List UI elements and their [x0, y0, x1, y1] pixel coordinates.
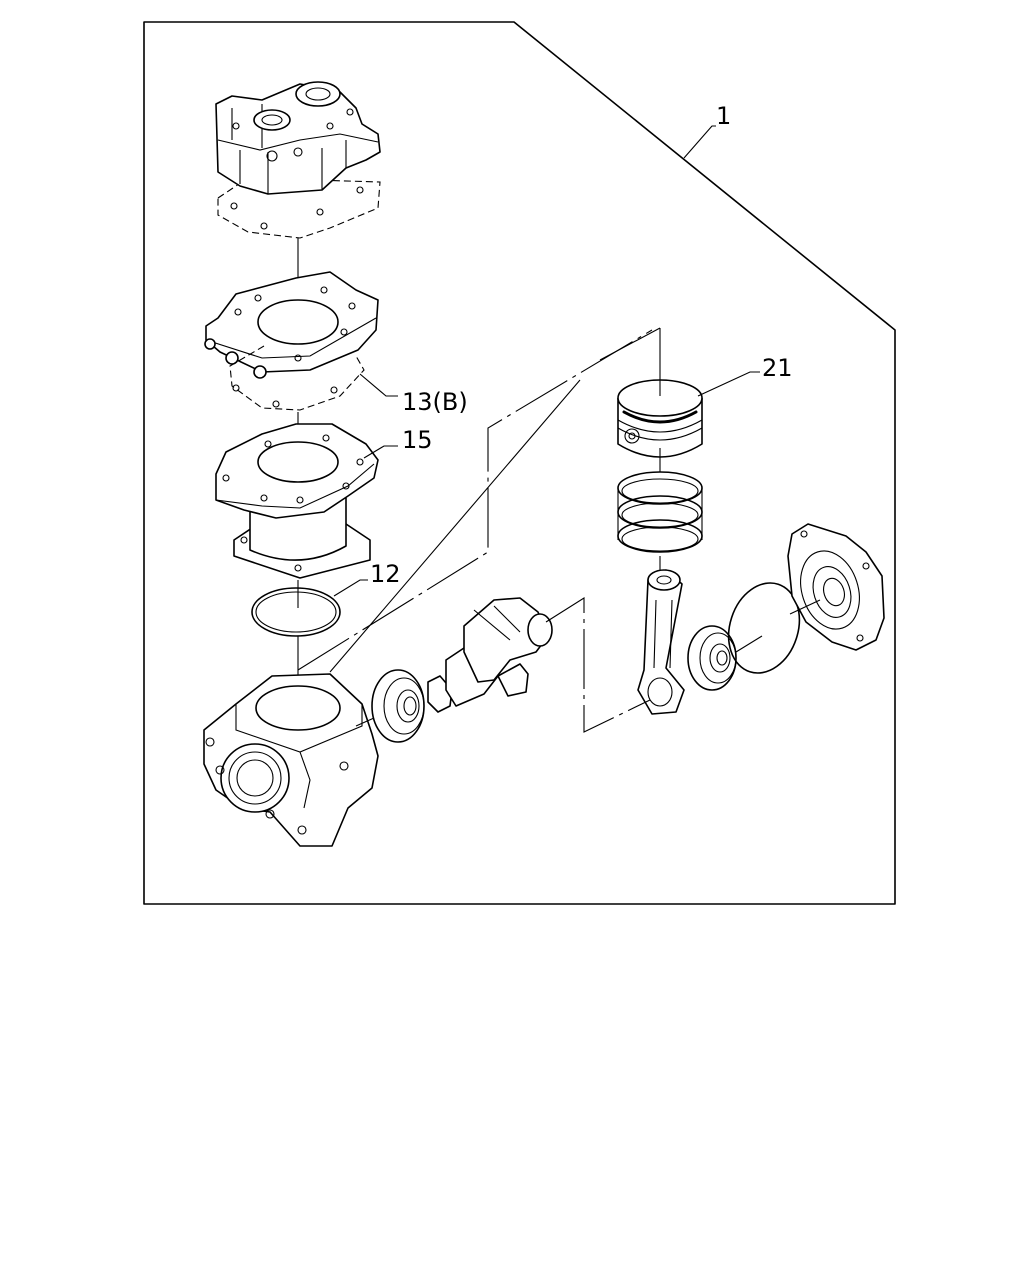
left-bearing: [371, 669, 425, 743]
connecting-rod: [637, 569, 685, 715]
crankshaft: [427, 597, 553, 713]
piston: [617, 379, 703, 458]
valve-plate: [204, 271, 379, 411]
callout-21: 21: [762, 354, 793, 382]
right-bearing: [687, 625, 737, 691]
o-ring: [251, 587, 341, 637]
callout-13b: 13(B): [402, 388, 468, 416]
crankcase: [203, 673, 379, 847]
cylinder: [215, 423, 379, 579]
cylinder-head: [215, 81, 381, 239]
callout-15: 15: [402, 426, 433, 454]
end-cover: [787, 523, 885, 651]
piston-rings: [617, 471, 703, 553]
cover-gasket: [727, 582, 801, 674]
callout-1: 1: [716, 102, 731, 130]
assembly-path-lines: [297, 327, 661, 733]
callout-12: 12: [370, 560, 401, 588]
assembly-frame: [143, 21, 896, 905]
